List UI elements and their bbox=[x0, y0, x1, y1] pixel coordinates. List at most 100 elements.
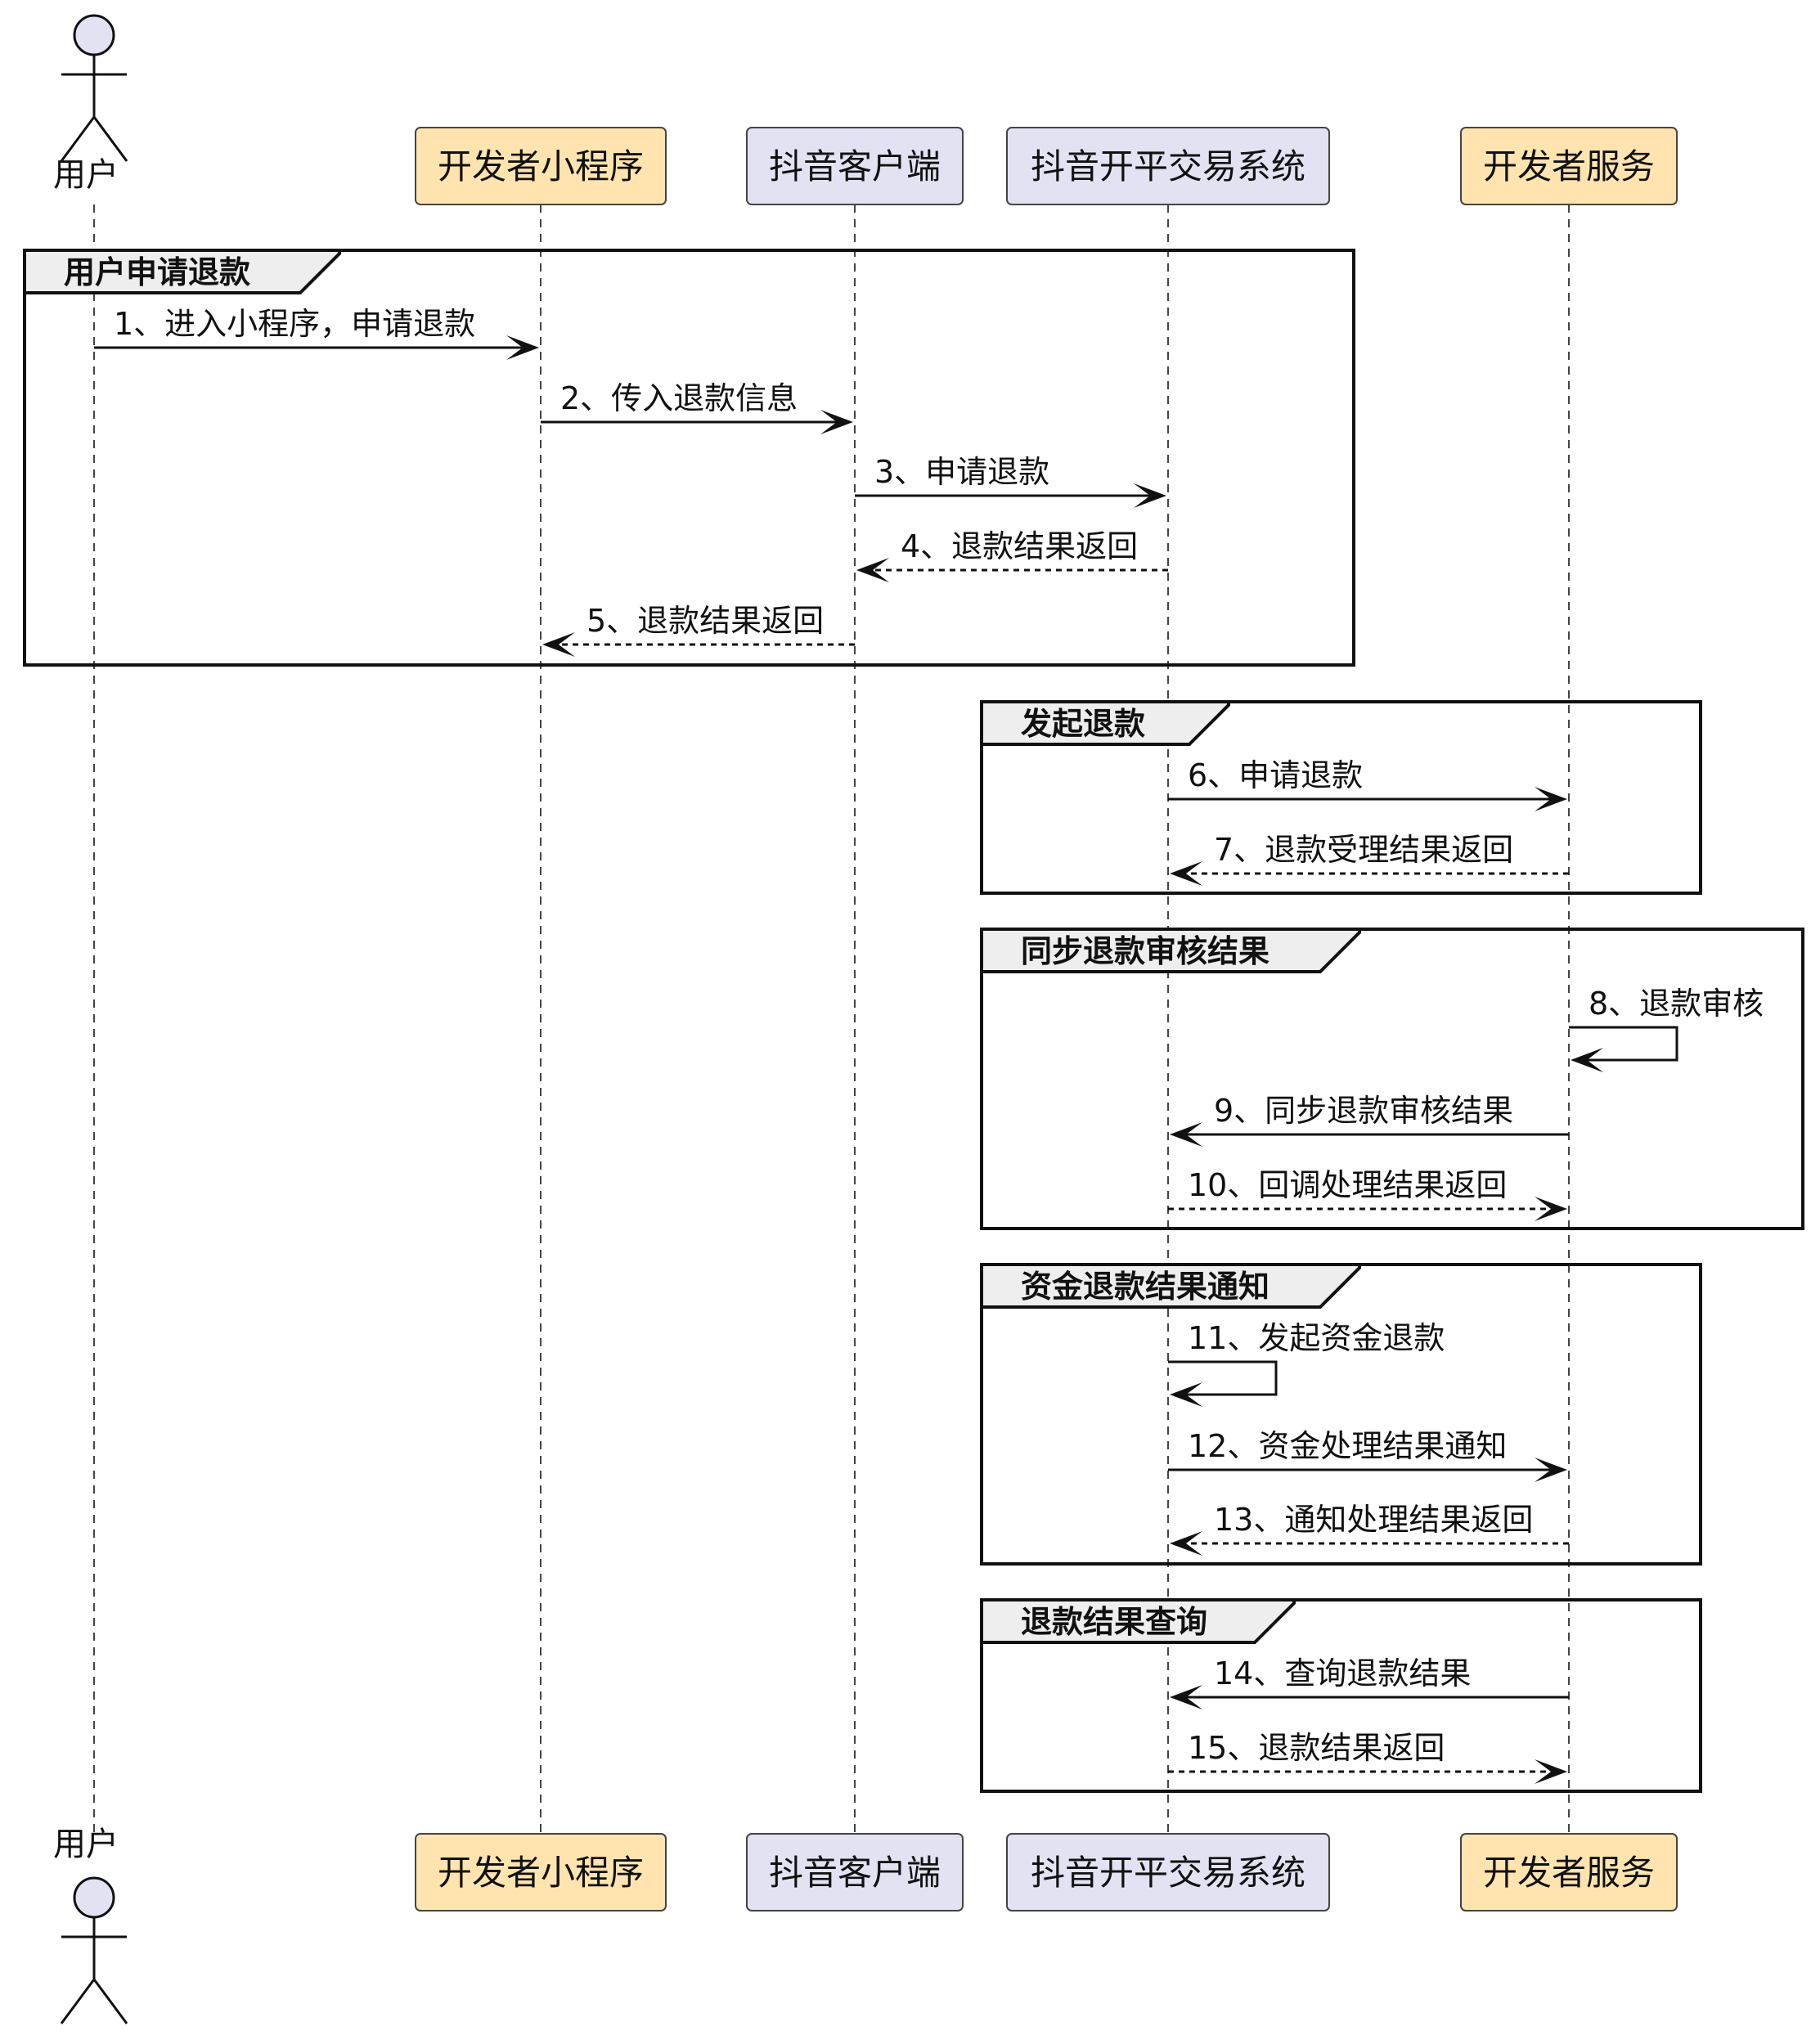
participant-trade-bottom: 抖音开平交易系统 bbox=[1006, 1833, 1330, 1911]
frame-border bbox=[980, 1598, 1702, 1793]
frame-tab bbox=[23, 249, 341, 294]
message-label: 8、退款审核 bbox=[1589, 986, 1764, 1022]
arrowhead-icon bbox=[1535, 1458, 1567, 1482]
participant-box bbox=[1006, 1833, 1330, 1911]
arrowhead-icon bbox=[542, 632, 575, 657]
participant-label: 抖音开平交易系统 bbox=[1031, 146, 1305, 186]
message-line bbox=[1168, 1360, 1278, 1396]
participant-user-bottom: 用户 bbox=[53, 1826, 128, 2024]
participant-label: 开发者服务 bbox=[1483, 1853, 1655, 1893]
message-label: 14、查询退款结果 bbox=[1214, 1655, 1471, 1691]
arrowhead-icon bbox=[1134, 483, 1166, 508]
group-frame: 发起退款 bbox=[980, 700, 1702, 895]
message-8: 8、退款审核 bbox=[1569, 986, 1764, 1072]
arrowhead-icon bbox=[820, 410, 853, 434]
participant-box bbox=[1460, 1833, 1678, 1911]
participant-box bbox=[415, 1833, 667, 1911]
group-label: 退款结果查询 bbox=[1021, 1604, 1207, 1640]
message-10: 10、回调处理结果返回 bbox=[1168, 1167, 1567, 1221]
message-label: 10、回调处理结果返回 bbox=[1188, 1167, 1507, 1203]
message-13: 13、通知处理结果返回 bbox=[1170, 1502, 1569, 1556]
participant-client-top: 抖音客户端 bbox=[746, 127, 964, 205]
group-frame: 退款结果查询 bbox=[980, 1598, 1702, 1793]
actor-head-icon bbox=[73, 1876, 115, 1919]
message-9: 9、同步退款审核结果 bbox=[1170, 1093, 1569, 1147]
arrowhead-icon bbox=[1170, 1685, 1202, 1709]
group-frame: 用户申请退款 bbox=[23, 249, 1355, 667]
message-6: 6、申请退款 bbox=[1168, 757, 1567, 811]
participant-box bbox=[1006, 127, 1330, 205]
arrowhead-icon bbox=[1170, 1122, 1202, 1147]
participant-label: 开发者小程序 bbox=[438, 146, 644, 186]
participant-client-bottom: 抖音客户端 bbox=[746, 1833, 964, 1911]
message-label: 2、传入退款信息 bbox=[560, 380, 798, 416]
frame-tab bbox=[980, 1598, 1296, 1644]
participant-mini-top: 开发者小程序 bbox=[415, 127, 667, 205]
message-11: 11、发起资金退款 bbox=[1168, 1320, 1445, 1407]
arrowhead-icon bbox=[1170, 861, 1202, 886]
participant-trade-top: 抖音开平交易系统 bbox=[1006, 127, 1330, 205]
frame-border bbox=[980, 700, 1702, 895]
participant-label: 抖音客户端 bbox=[769, 1853, 941, 1893]
message-label: 3、申请退款 bbox=[874, 454, 1049, 490]
message-3: 3、申请退款 bbox=[855, 454, 1166, 508]
message-label: 11、发起资金退款 bbox=[1188, 1320, 1445, 1356]
arrowhead-icon bbox=[1535, 787, 1567, 811]
participant-box bbox=[1460, 127, 1678, 205]
group-frame: 同步退款审核结果 bbox=[980, 928, 1804, 1230]
frame-tab bbox=[980, 700, 1230, 746]
lifelines bbox=[93, 204, 1570, 1834]
arrowhead-icon bbox=[856, 558, 889, 582]
frame-border bbox=[23, 249, 1355, 667]
message-label: 4、退款结果返回 bbox=[901, 528, 1138, 564]
message-label: 5、退款结果返回 bbox=[586, 603, 824, 639]
group-frame: 资金退款结果通知 bbox=[980, 1263, 1702, 1566]
participant-label: 开发者服务 bbox=[1483, 146, 1655, 186]
participant-box bbox=[415, 127, 667, 205]
message-label: 13、通知处理结果返回 bbox=[1214, 1502, 1533, 1538]
participant-label: 开发者小程序 bbox=[438, 1853, 644, 1893]
participant-server-bottom: 开发者服务 bbox=[1460, 1833, 1678, 1911]
arrowhead-icon bbox=[506, 335, 539, 360]
message-2: 2、传入退款信息 bbox=[541, 380, 853, 434]
participant-server-top: 开发者服务 bbox=[1460, 127, 1678, 205]
message-1: 1、进入小程序，申请退款 bbox=[94, 306, 539, 360]
message-5: 5、退款结果返回 bbox=[542, 603, 855, 657]
actor-figure-icon bbox=[60, 55, 128, 162]
message-label: 9、同步退款审核结果 bbox=[1214, 1093, 1513, 1129]
message-7: 7、退款受理结果返回 bbox=[1170, 832, 1569, 886]
actor-head-icon bbox=[73, 14, 115, 56]
message-line bbox=[1569, 1026, 1678, 1062]
messages: 1、进入小程序，申请退款 2、传入退款信息 3、申请退款 4、退款结果返回 5、退款结果… bbox=[94, 306, 1764, 1784]
participant-label: 抖音客户端 bbox=[769, 146, 941, 186]
message-14: 14、查询退款结果 bbox=[1170, 1655, 1569, 1709]
group-label: 用户申请退款 bbox=[64, 254, 250, 290]
participant-label: 用户 bbox=[53, 1826, 119, 1863]
frame-tab bbox=[980, 928, 1361, 973]
participant-box bbox=[746, 1833, 964, 1911]
message-label: 12、资金处理结果通知 bbox=[1188, 1428, 1507, 1464]
frame-tab bbox=[980, 1263, 1361, 1309]
participant-label: 抖音开平交易系统 bbox=[1031, 1853, 1305, 1893]
group-label: 同步退款审核结果 bbox=[1021, 933, 1270, 969]
arrowhead-icon bbox=[1535, 1197, 1567, 1221]
frame-border bbox=[980, 928, 1804, 1230]
arrowhead-icon bbox=[1571, 1048, 1603, 1072]
arrowhead-icon bbox=[1535, 1759, 1567, 1784]
arrowhead-icon bbox=[1170, 1531, 1202, 1556]
participant-mini-bottom: 开发者小程序 bbox=[415, 1833, 667, 1911]
participant-label: 用户 bbox=[53, 156, 119, 194]
group-label: 发起退款 bbox=[1021, 706, 1145, 742]
message-15: 15、退款结果返回 bbox=[1168, 1730, 1567, 1784]
message-label: 6、申请退款 bbox=[1188, 757, 1363, 793]
message-12: 12、资金处理结果通知 bbox=[1168, 1428, 1567, 1482]
message-label: 15、退款结果返回 bbox=[1188, 1730, 1445, 1766]
group-label: 资金退款结果通知 bbox=[1021, 1269, 1270, 1305]
message-4: 4、退款结果返回 bbox=[856, 528, 1168, 582]
participants: 用户开发者小程序抖音客户端抖音开平交易系统开发者服务用户开发者小程序抖音客户端抖… bbox=[53, 14, 1678, 2024]
participant-user-top: 用户 bbox=[53, 14, 128, 194]
message-label: 7、退款受理结果返回 bbox=[1214, 832, 1513, 868]
participant-box bbox=[746, 127, 964, 205]
